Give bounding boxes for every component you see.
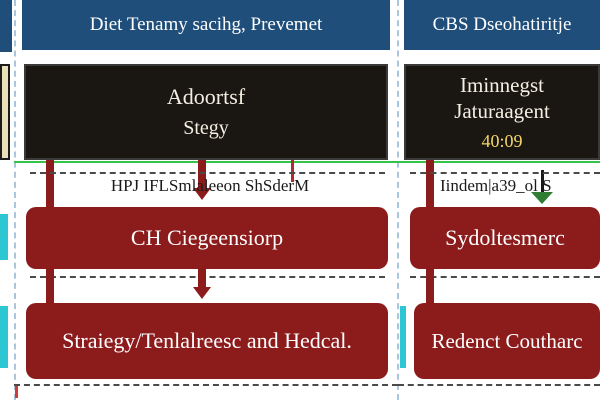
left-dark-box: Adoortsf Stegy: [24, 64, 388, 160]
left-red-box-1-label: CH Ciegeensiorp: [130, 225, 284, 250]
left-connector-3: [46, 269, 54, 305]
right-dark-box-line1: Iminnegst: [460, 72, 544, 97]
left-green-line: [14, 161, 398, 163]
right-dark-box-line2: Jaturaagent: [454, 98, 550, 123]
left-arrow-down-1: [193, 188, 211, 200]
left-header: Diet Tenamy sacihg, Prevemet: [22, 0, 390, 54]
right-dashed-line-2: [410, 276, 600, 278]
left-dashed-line-1: [30, 172, 385, 174]
left-red-box-1: CH Ciegeensiorp: [26, 207, 388, 269]
right-banner-text: Iindem|a39_ol S: [440, 176, 552, 195]
left-arrow-down-2: [193, 287, 211, 299]
left-connector-2: [198, 160, 206, 188]
right-red-box-1-label: Sydoltesmerc: [445, 225, 565, 250]
right-green-line: [398, 161, 600, 163]
right-connector-2: [426, 269, 434, 305]
left-red-tick: [15, 386, 18, 398]
right-banner: Iindem|a39_ol S: [440, 174, 600, 198]
right-red-box-2: Redenct Coutharc: [414, 303, 600, 379]
edge-header-fragment: [0, 0, 12, 52]
right-header-title: CBS Dseohatiritje: [432, 14, 572, 35]
left-connector-4: [198, 269, 206, 287]
right-dashed-line-bottom: [398, 384, 600, 386]
column-separator-middle: [397, 0, 399, 400]
left-header-title: Diet Tenamy sacihg, Prevemet: [89, 14, 323, 35]
right-dark-box-accent: 40:09: [481, 131, 523, 151]
edge-cyan-bar-top: [0, 214, 8, 260]
left-red-box-2: Straiegy/Tenlalreesc and Hedcal.: [26, 303, 388, 379]
left-dashed-line-bottom: [14, 384, 398, 386]
right-header: CBS Dseohatiritje: [404, 0, 600, 54]
right-pin: [541, 170, 544, 192]
left-dark-box-line2: Stegy: [183, 117, 229, 140]
left-dashed-line-2: [30, 276, 385, 278]
right-connector-1: [426, 160, 434, 208]
right-red-box-1: Sydoltesmerc: [410, 207, 600, 269]
left-dark-box-line1: Adoortsf: [166, 83, 246, 109]
left-red-box-2-label: Straiegy/Tenlalreesc and Hedcal.: [62, 328, 352, 353]
edge-beige-panel: [0, 64, 10, 160]
column-separator-left: [14, 0, 16, 400]
left-banner: HPJ IFLSmlaleeon ShSderM: [40, 174, 380, 198]
right-red-box-2-label: Redenct Coutharc: [431, 328, 583, 353]
left-connector-1: [46, 160, 54, 208]
right-dark-box: Iminnegst Jaturaagent 40:09: [404, 64, 600, 160]
right-cyan-bar: [400, 306, 406, 368]
right-dashed-line-1: [410, 172, 600, 174]
left-banner-text: HPJ IFLSmlaleeon ShSderM: [110, 176, 310, 195]
edge-cyan-bar-bottom: [0, 306, 8, 368]
left-pin: [291, 160, 294, 182]
right-arrow-green: [531, 192, 553, 204]
